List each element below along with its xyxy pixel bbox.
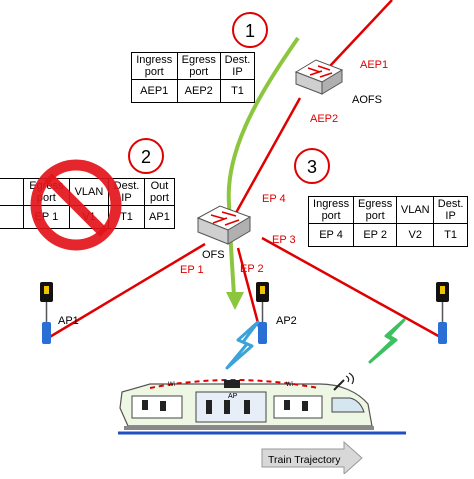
access-point-icon — [256, 282, 269, 344]
table-header-cell: VLAN — [68, 178, 110, 206]
table-cell: EP 4 — [307, 223, 355, 247]
table-cell: T1 — [433, 223, 468, 247]
port-ep4: EP 4 — [262, 193, 286, 205]
table-cell — [0, 205, 24, 229]
port-aep1: AEP1 — [360, 59, 388, 71]
access-point-icon — [40, 282, 53, 344]
lightning-icon — [368, 318, 406, 364]
port-ep3: EP 3 — [272, 234, 296, 246]
wireless-link-ap3 — [368, 318, 406, 364]
table-header-row: Ingress port Egress port VLAN Dest. IP — [307, 196, 468, 224]
table-header-cell: Egress port — [23, 178, 70, 206]
step-number: 2 — [141, 147, 151, 167]
access-point-ap2 — [256, 282, 269, 344]
table-cell: AEP1 — [131, 79, 178, 103]
switch-icon — [196, 205, 252, 245]
table-cell: V1 — [68, 205, 110, 229]
table-cell: T1 — [219, 79, 256, 103]
table-header-cell: Dest. IP — [433, 196, 468, 224]
train-wifi-right: Wi — [286, 382, 293, 388]
trajectory-label: Train Trajectory — [268, 454, 341, 466]
step-marker-1: 1 — [232, 12, 268, 48]
step-number: 1 — [245, 21, 255, 41]
train-wifi-left: Wi — [168, 382, 175, 388]
migration-arrow — [226, 36, 300, 310]
table-row: EP 1 V1 T1 AP1 — [0, 205, 176, 229]
link-ofs-to-ap3 — [261, 236, 443, 340]
table-cell: EP 2 — [353, 223, 398, 247]
table-header-cell: Egress port — [176, 52, 221, 80]
table-row: EP 4 EP 2 V2 T1 — [307, 223, 468, 247]
lightning-icon — [225, 320, 260, 370]
table-cell: AEP2 — [176, 79, 221, 103]
table-header-cell: Egress port — [353, 196, 398, 224]
table-header-row: Egress port VLAN Dest. IP Out port — [0, 178, 176, 206]
table-header-cell: Out port — [143, 178, 176, 206]
wireless-link-ap2 — [225, 320, 260, 370]
link-aofs-to-ofs — [230, 97, 302, 221]
table-cell: EP 1 — [23, 205, 70, 229]
arrow-icon — [226, 36, 300, 297]
access-point-ap3 — [436, 282, 449, 344]
flow-table-2-wrapper: Egress port VLAN Dest. IP Out port EP 1 … — [0, 178, 180, 234]
table-cell: T1 — [108, 205, 145, 229]
port-aep2: AEP2 — [310, 113, 338, 125]
table-header-cell: VLAN — [396, 196, 435, 224]
access-point-ap1 — [40, 282, 53, 344]
ofs-switch — [196, 205, 252, 245]
network-links — [47, 0, 443, 340]
arrow-icon — [261, 440, 363, 476]
aofs-switch — [294, 59, 344, 95]
step-marker-2: 2 — [128, 138, 164, 174]
flow-table-2: Egress port VLAN Dest. IP Out port EP 1 … — [0, 178, 176, 229]
table-header-cell — [0, 178, 24, 206]
flow-table-1: Ingress port Egress port Dest. IP AEP1 A… — [131, 52, 256, 103]
train-ap-label: AP — [228, 393, 238, 400]
table-row: AEP1 AEP2 T1 — [131, 79, 256, 103]
link-upstream-to-aofs — [329, 0, 393, 67]
ap1-label: AP1 — [58, 315, 79, 327]
port-ep1: EP 1 — [180, 264, 204, 276]
flow-table-3: Ingress port Egress port VLAN Dest. IP E… — [307, 196, 468, 247]
access-point-icon — [436, 282, 449, 344]
trajectory-arrow: Train Trajectory — [261, 440, 363, 476]
train-icon — [119, 379, 374, 430]
arrow-head — [226, 292, 244, 310]
step-marker-3: 3 — [294, 148, 330, 184]
table-header-row: Ingress port Egress port Dest. IP — [131, 52, 256, 80]
step-number: 3 — [307, 157, 317, 177]
ofs-label: OFS — [202, 249, 225, 261]
aofs-label: AOFS — [352, 94, 382, 106]
table-cell: AP1 — [143, 205, 176, 229]
table-cell: V2 — [396, 223, 435, 247]
train-antenna-icon — [333, 372, 355, 391]
table-header-cell: Ingress port — [307, 196, 355, 224]
train: AP Wi Wi — [119, 372, 374, 430]
port-ep2: EP 2 — [240, 263, 264, 275]
link-ofs-to-ap1 — [47, 242, 206, 340]
table-header-cell: Dest. IP — [108, 178, 145, 206]
table-header-cell: Ingress port — [131, 52, 178, 80]
switch-icon — [294, 59, 344, 95]
table-header-cell: Dest. IP — [219, 52, 256, 80]
ap2-label: AP2 — [276, 315, 297, 327]
